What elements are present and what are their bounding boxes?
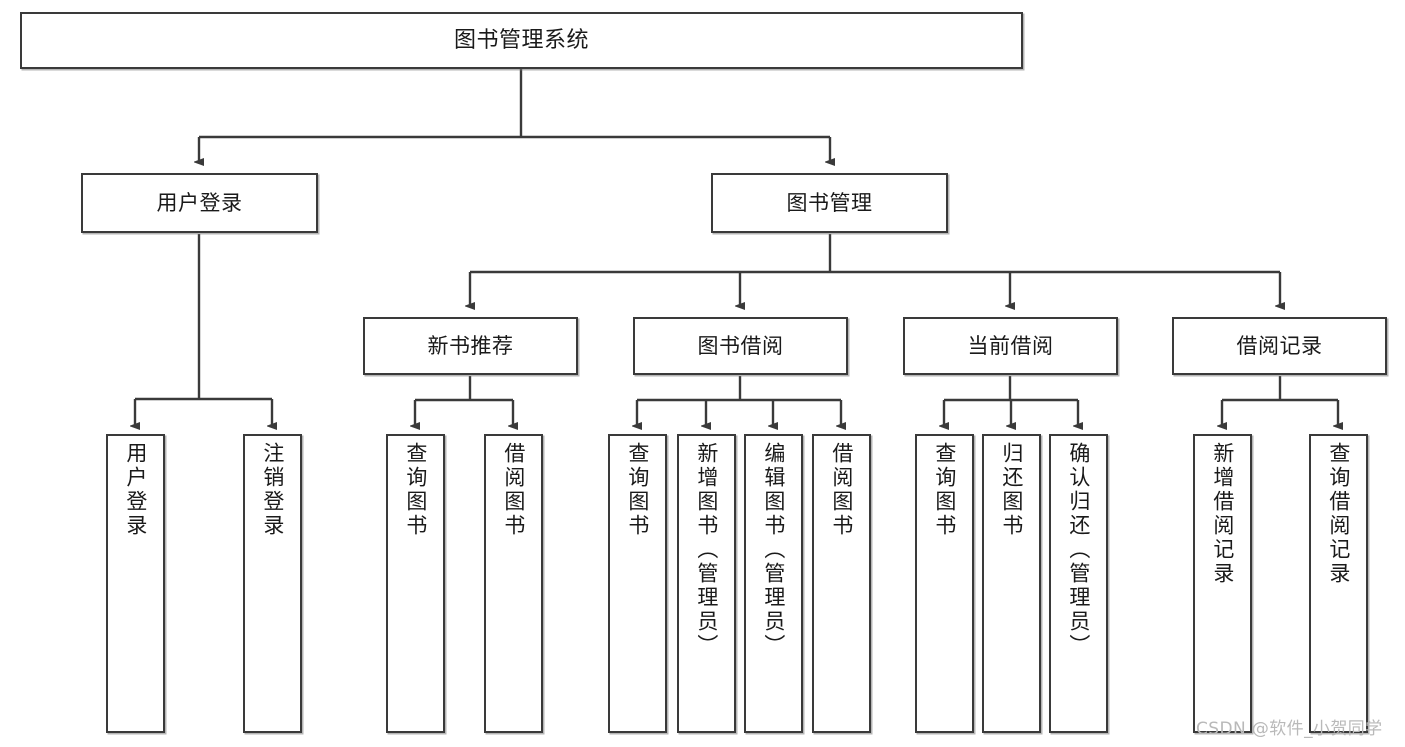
node-label: 归还图书 — [999, 442, 1024, 538]
watermark-text: CSDN @软件_小贺同学 — [1196, 719, 1383, 739]
leaf-borrow-add-book-admin[interactable]: 新增图书（管理员） — [677, 434, 736, 733]
node-label: 借阅记录 — [1236, 333, 1323, 358]
node-label: 用户登录 — [123, 442, 148, 538]
leaf-user-login-logout[interactable]: 注销登录 — [243, 434, 302, 733]
node-label: 当前借阅 — [967, 333, 1054, 358]
leaf-borrow-query-book[interactable]: 查询图书 — [608, 434, 667, 733]
leaf-record-query-record[interactable]: 查询借阅记录 — [1309, 434, 1368, 733]
node-new-book-recommend[interactable]: 新书推荐 — [363, 317, 578, 375]
leaf-current-confirm-return-admin[interactable]: 确认归还（管理员） — [1049, 434, 1108, 733]
node-book-management[interactable]: 图书管理 — [711, 173, 948, 233]
leaf-borrow-borrow-book[interactable]: 借阅图书 — [812, 434, 871, 733]
leaf-current-return-book[interactable]: 归还图书 — [982, 434, 1041, 733]
node-label: 借阅图书 — [501, 442, 526, 538]
leaf-borrow-edit-book-admin[interactable]: 编辑图书（管理员） — [744, 434, 803, 733]
node-label: 图书管理 — [786, 190, 873, 215]
node-borrow-record[interactable]: 借阅记录 — [1172, 317, 1387, 375]
node-label: 编辑图书（管理员） — [761, 442, 786, 658]
leaf-recommend-query-book[interactable]: 查询图书 — [386, 434, 445, 733]
node-root-system[interactable]: 图书管理系统 — [20, 12, 1023, 69]
node-label: 图书借阅 — [697, 333, 784, 358]
node-label: 查询借阅记录 — [1326, 442, 1351, 586]
node-label: 查询图书 — [932, 442, 957, 538]
node-label: 查询图书 — [403, 442, 428, 538]
node-label: 确认归还（管理员） — [1066, 442, 1091, 658]
node-label: 查询图书 — [625, 442, 650, 538]
node-book-borrow[interactable]: 图书借阅 — [633, 317, 848, 375]
node-label: 新增图书（管理员） — [694, 442, 719, 658]
node-user-login[interactable]: 用户登录 — [81, 173, 318, 233]
node-label: 新增借阅记录 — [1210, 442, 1235, 586]
node-label: 新书推荐 — [427, 333, 514, 358]
node-label: 借阅图书 — [829, 442, 854, 538]
node-label: 图书管理系统 — [453, 27, 589, 53]
leaf-record-add-record[interactable]: 新增借阅记录 — [1193, 434, 1252, 733]
node-current-borrow[interactable]: 当前借阅 — [903, 317, 1118, 375]
node-label: 用户登录 — [156, 190, 243, 215]
leaf-recommend-borrow-book[interactable]: 借阅图书 — [484, 434, 543, 733]
node-label: 注销登录 — [260, 442, 285, 538]
leaf-user-login-login[interactable]: 用户登录 — [106, 434, 165, 733]
leaf-current-query-book[interactable]: 查询图书 — [915, 434, 974, 733]
